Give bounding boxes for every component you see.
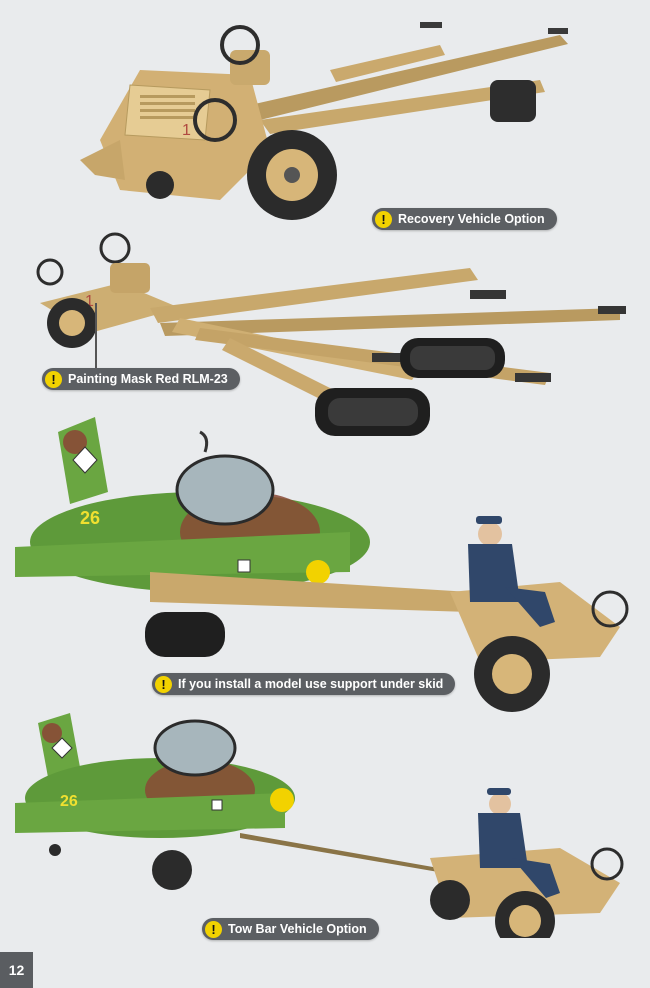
svg-text:1: 1	[85, 293, 94, 310]
recovery-trailer-illustration: 1	[36, 232, 626, 436]
svg-text:26: 26	[60, 793, 78, 810]
recovery-vehicle-callout: ! Recovery Vehicle Option	[372, 208, 557, 230]
svg-text:26: 26	[80, 508, 100, 528]
svg-text:1: 1	[182, 122, 191, 139]
recovery-vehicle-callout-text: Recovery Vehicle Option	[398, 212, 545, 226]
support-skid-callout-text: If you install a model use support under…	[178, 677, 444, 691]
warning-icon: !	[45, 370, 62, 388]
recovery-vehicle-illustration: 1	[80, 22, 568, 220]
page-number: 12	[0, 952, 33, 988]
painting-mask-callout-text: Painting Mask Red RLM-23	[68, 372, 228, 386]
support-skid-callout: ! If you install a model use support und…	[152, 673, 456, 695]
warning-icon: !	[375, 210, 392, 228]
warning-icon: !	[155, 675, 172, 693]
aircraft-recovery-illustration: 26	[15, 417, 629, 712]
tow-bar-callout-text: Tow Bar Vehicle Option	[228, 922, 367, 936]
tow-bar-callout: ! Tow Bar Vehicle Option	[202, 918, 379, 940]
painting-mask-callout: ! Painting Mask Red RLM-23	[42, 368, 240, 390]
aircraft-towbar-illustration: 26	[15, 713, 624, 938]
warning-icon: !	[205, 920, 222, 938]
